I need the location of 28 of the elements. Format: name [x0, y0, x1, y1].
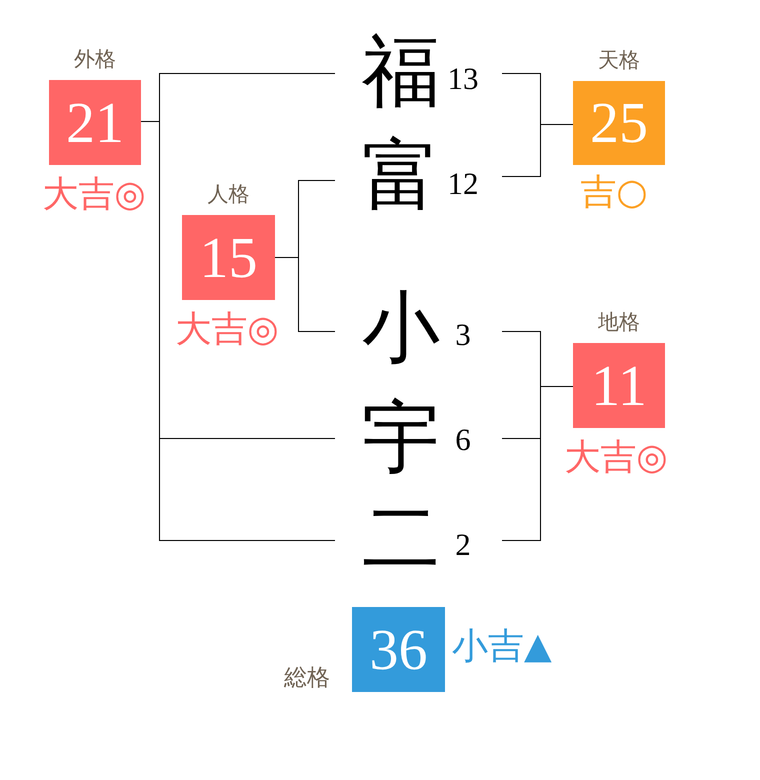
score-tile: 36	[352, 607, 445, 692]
grade-heading: 外格	[73, 47, 117, 71]
fortune-rating: 大吉◎	[42, 174, 146, 216]
bracket-connector	[502, 386, 574, 541]
score-tile: 11	[573, 343, 665, 428]
name-character: 二	[361, 498, 441, 578]
fortune-rating: 吉○	[580, 172, 648, 214]
score-tile: 21	[49, 80, 141, 165]
grade-heading: 人格	[206, 182, 250, 206]
fortune-rating: 大吉◎	[564, 437, 668, 479]
name-character: 福	[361, 32, 441, 112]
grade-heading: 地格	[597, 310, 641, 334]
stroke-count: 6	[454, 423, 472, 457]
stroke-count: 12	[446, 167, 480, 201]
stroke-count: 3	[454, 318, 472, 352]
stroke-count: 2	[454, 528, 472, 562]
name-character: 富	[361, 136, 441, 216]
bracket-connector	[274, 257, 336, 332]
grade-heading: 天格	[597, 48, 641, 72]
name-character: 小	[361, 288, 441, 368]
score-tile: 15	[182, 215, 275, 300]
name-character: 宇	[361, 398, 441, 478]
score-tile: 25	[573, 81, 665, 165]
fortune-rating: 小吉▲	[452, 626, 552, 668]
fortune-rating: 大吉◎	[175, 309, 279, 351]
bracket-connector	[502, 124, 574, 177]
grade-heading: 総格	[283, 666, 331, 690]
stroke-count: 13	[446, 62, 480, 96]
